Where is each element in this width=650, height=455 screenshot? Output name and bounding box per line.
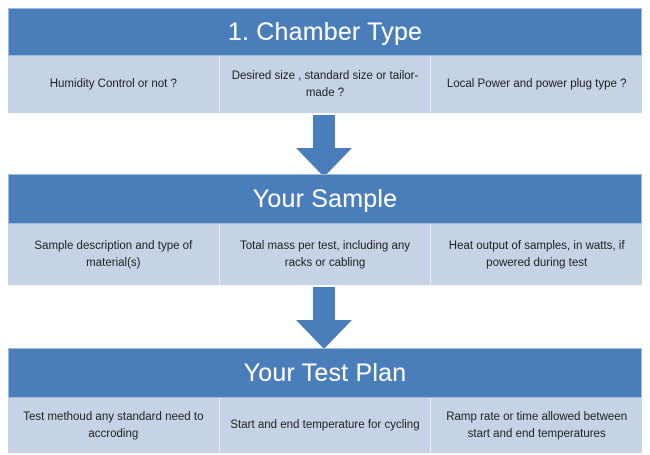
stage-2-cell-3: Heat output of samples, in watts, if pow… — [430, 224, 643, 285]
stage-2-cell-2: Total mass per test, including any racks… — [218, 224, 431, 285]
stage-2-cells: Sample description and type of material(… — [8, 224, 643, 285]
stage-3-title: Your Test Plan — [8, 348, 642, 398]
stage-1-cell-1: Humidity Control or not ? — [8, 56, 219, 113]
stage-1-title: 1. Chamber Type — [8, 8, 642, 56]
stage-3-cell-3: Ramp rate or time allowed between start … — [430, 398, 643, 453]
stage-1-cells: Humidity Control or not ? Desired size ,… — [8, 56, 643, 113]
stage-1-cell-3: Local Power and power plug type ? — [430, 56, 643, 113]
stage-your-test-plan: Your Test Plan Test methoud any standard… — [8, 348, 643, 453]
arrow-down-icon — [296, 287, 352, 349]
stage-your-sample: Your Sample Sample description and type … — [8, 174, 643, 285]
stage-3-cell-2: Start and end temperature for cycling — [218, 398, 431, 453]
stage-1-cell-2: Desired size , standard size or tailor-m… — [218, 56, 431, 113]
stage-2-cell-1: Sample description and type of material(… — [8, 224, 219, 285]
arrow-down-icon — [296, 115, 352, 177]
stage-chamber-type: 1. Chamber Type Humidity Control or not … — [8, 8, 643, 113]
stage-2-title: Your Sample — [8, 174, 642, 224]
stage-3-cells: Test methoud any standard need to accrod… — [8, 398, 643, 453]
stage-3-cell-1: Test methoud any standard need to accrod… — [8, 398, 219, 453]
